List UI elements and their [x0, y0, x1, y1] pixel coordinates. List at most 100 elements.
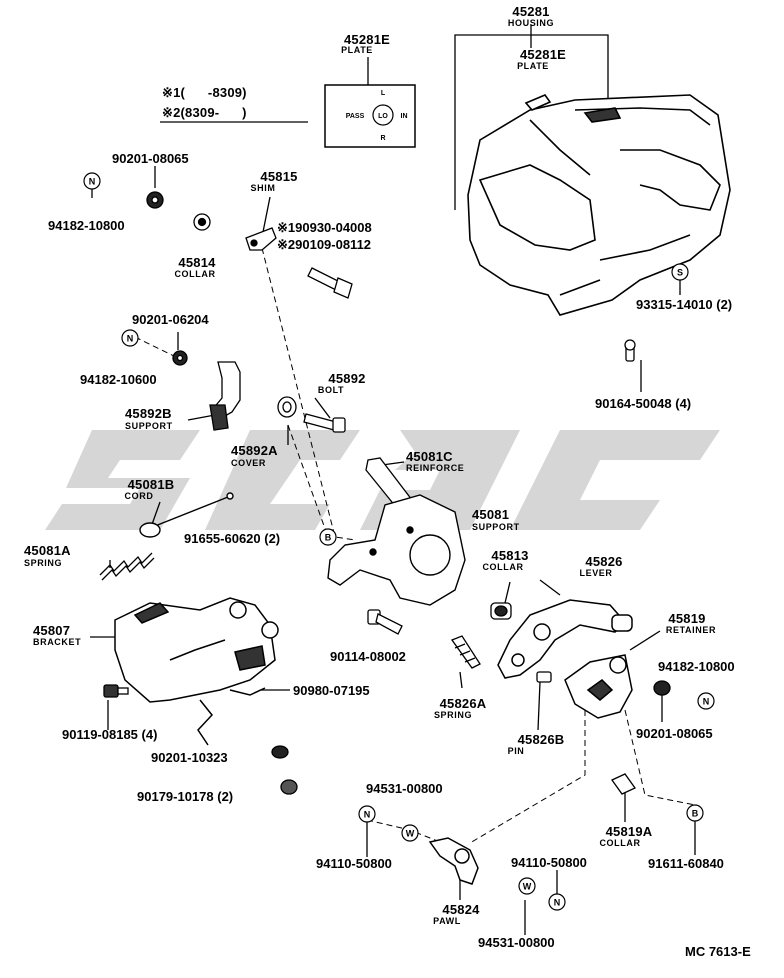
ref-90119-08185: 90119-08185 (4) [62, 727, 158, 742]
ref-90201-10323: 90201-10323 [151, 750, 228, 765]
part-45081c-name: REINFORCE [406, 463, 465, 473]
symbol-b-2: B [692, 809, 699, 819]
part-45081c-number: 45081C [406, 449, 453, 464]
legend-line-1: ※1( -8309) [162, 85, 247, 100]
diagram-code: MC 7613-E [685, 944, 751, 959]
part-45814-number: 45814 [178, 255, 216, 270]
ref-90114-08002: 90114-08002 [330, 649, 406, 664]
part-45826a-number: 45826A [439, 696, 487, 711]
shim-part [245, 227, 277, 251]
screw-90119 [103, 684, 129, 698]
plate-mark-top: L [381, 90, 386, 97]
part-45826-number: 45826 [585, 554, 623, 569]
part-45826b-name: PIN [507, 746, 525, 756]
part-45824-number: 45824 [442, 902, 480, 917]
part-45807-name: BRACKET [33, 637, 82, 647]
part-45813-name: COLLAR [482, 562, 524, 572]
part-45081-number: 45081 [472, 507, 510, 522]
part-45814-name: COLLAR [174, 269, 216, 279]
ref-94531-00800-a: 94531-00800 [366, 781, 443, 796]
retainer-part [564, 654, 633, 719]
part-45815-number: 45815 [260, 169, 298, 184]
symbol-n-5: N [554, 898, 561, 908]
nut-90201-08065-b [653, 680, 671, 696]
legend-line-2: ※2(8309- ) [162, 105, 247, 120]
part-45819a-number: 45819A [605, 824, 653, 839]
ref-90201-06204: 90201-06204 [132, 312, 209, 327]
symbol-n-2: N [127, 334, 134, 344]
part-45813-number: 45813 [491, 548, 529, 563]
ref-1-90930-04008: ※190930-04008 [277, 220, 372, 235]
ref-90980-07195: 90980-07195 [293, 683, 370, 698]
part-45281e-b-number: 45281E [519, 47, 567, 62]
housing-part [467, 94, 731, 316]
symbol-b-1: B [325, 533, 332, 543]
symbol-n-4: N [364, 810, 371, 820]
cover-45892a-part [277, 396, 297, 418]
bracket-part [114, 597, 279, 746]
part-45807-number: 45807 [33, 623, 71, 638]
spring-45081a-part [99, 552, 155, 581]
plate-mark-right: IN [401, 113, 408, 120]
ref-90201-08065-b: 90201-08065 [636, 726, 713, 741]
part-45826a-name: SPRING [433, 710, 473, 720]
bolt-90114 [367, 609, 403, 635]
support-45892b-part [209, 361, 241, 431]
part-45281e-a-name: PLATE [341, 45, 373, 55]
part-45081b-name: CORD [124, 491, 154, 501]
part-45081a-name: SPRING [24, 558, 63, 568]
support-45081-part [327, 494, 466, 606]
symbol-s: S [677, 268, 683, 278]
part-45892b-number: 45892B [125, 406, 172, 421]
ref-94182-10600: 94182-10600 [80, 372, 157, 387]
part-45281-number: 45281 [512, 4, 550, 19]
ref-94110-50800-b: 94110-50800 [511, 855, 587, 870]
ref-94110-50800-a: 94110-50800 [316, 856, 392, 871]
part-45281e-a-number: 45281E [343, 32, 391, 47]
bolt-90109 [307, 267, 353, 299]
symbol-n-3: N [703, 697, 710, 707]
part-45826-name: LEVER [579, 568, 613, 578]
part-45892a-number: 45892A [231, 443, 278, 458]
part-45815-name: SHIM [250, 183, 276, 193]
ref-94531-00800-b: 94531-00800 [478, 935, 555, 950]
ref-2-90109-08112: ※290109-08112 [277, 237, 372, 252]
cord-part [139, 492, 234, 538]
plate-label-box: L PASS LO IN R [324, 84, 416, 148]
part-45892b-name: SUPPORT [125, 421, 173, 431]
part-45819-name: RETAINER [665, 625, 717, 635]
collar-45813-part [490, 602, 512, 620]
part-45892a-name: COVER [231, 458, 267, 468]
symbol-n-1: N [89, 177, 96, 187]
plate-mark-bottom: R [380, 135, 385, 142]
part-45819a-name: COLLAR [599, 838, 641, 848]
part-45081b-number: 45081B [127, 477, 175, 492]
pawl-part [428, 837, 479, 885]
collar-45819a-part [611, 773, 636, 795]
pin-part [536, 671, 552, 683]
nut-90179-10178 [280, 779, 298, 795]
symbol-w-2: W [523, 882, 532, 892]
ref-90179-10178: 90179-10178 (2) [137, 789, 234, 804]
ref-90201-08065-a: 90201-08065 [112, 151, 189, 166]
part-45281e-b-name: PLATE [517, 61, 549, 71]
ref-93315-14010: 93315-14010 (2) [636, 297, 733, 312]
part-45081-name: SUPPORT [472, 522, 520, 532]
ref-94182-10800-a: 94182-10800 [48, 218, 125, 233]
part-45819-number: 45819 [668, 611, 706, 626]
plate-mark-left: PASS [346, 113, 365, 120]
part-45892-number: 45892 [328, 371, 366, 386]
part-45824-name: PAWL [433, 916, 461, 926]
symbol-w-1: W [406, 829, 415, 839]
ref-91655-60620: 91655-60620 (2) [184, 531, 281, 546]
nut-90201-10323 [271, 745, 289, 759]
part-45892-name: BOLT [317, 385, 345, 395]
part-45281-name: HOUSING [507, 18, 555, 28]
spring-45826a-part [450, 635, 481, 669]
part-45081a-number: 45081A [24, 543, 71, 558]
bolt-45892-part [303, 413, 346, 433]
ref-94182-10800-b: 94182-10800 [658, 659, 735, 674]
screw-93315 [624, 339, 636, 362]
